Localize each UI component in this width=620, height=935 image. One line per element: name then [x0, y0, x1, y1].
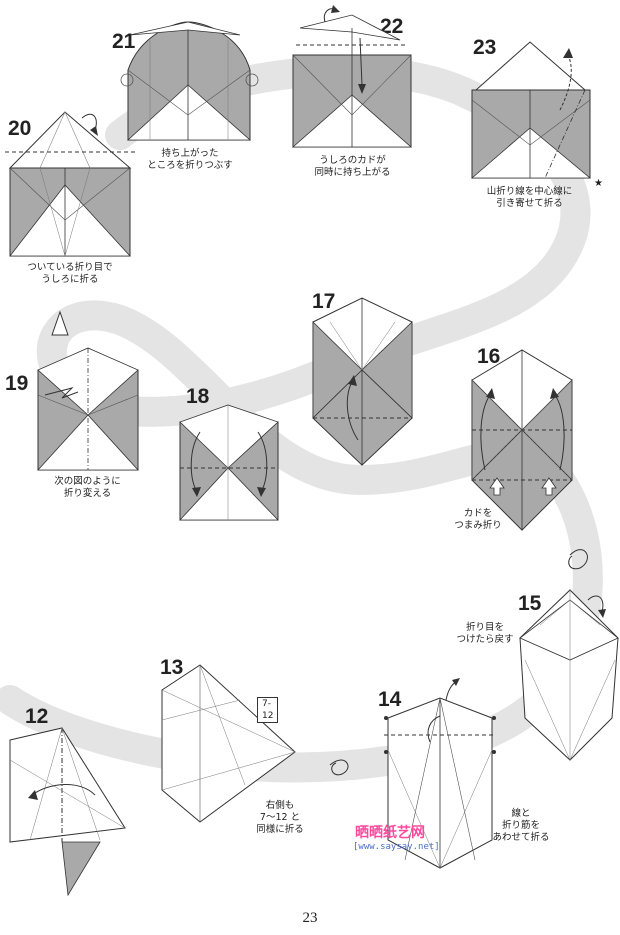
step-number: 18: [186, 385, 210, 408]
step-number: 21: [112, 30, 136, 53]
watermark-brand: 晒晒纸艺网: [355, 825, 425, 841]
step-caption: 線と折り筋をあわせて折る: [492, 808, 550, 843]
step-caption: 持ち上がったところを折りつぶす: [147, 148, 233, 171]
step-number: 15: [518, 592, 542, 615]
step-caption: ついている折り目でうしろに折る: [27, 262, 113, 285]
step-20-diagram: [5, 111, 135, 257]
step-13-diagram: [161, 664, 296, 823]
step-12-diagram: [9, 727, 126, 897]
svg-text:★: ★: [594, 178, 603, 189]
step-number: 12: [25, 705, 49, 728]
step-14-diagram: [329, 678, 496, 869]
step-caption: 折り目をつけたら戻す: [456, 622, 514, 645]
ref-box: 7-12: [257, 697, 279, 723]
step-22-diagram: [291, 5, 413, 148]
step-number: 17: [312, 290, 336, 313]
step-16-diagram: [471, 349, 573, 531]
step-21-diagram: [120, 21, 259, 141]
step-17-diagram: [312, 297, 413, 466]
step-caption: カドをつまみ折り: [454, 508, 502, 531]
watermark-url: [www.saysay.net]: [353, 842, 440, 852]
step-18-diagram: [179, 404, 279, 521]
step-caption: 次の図のように折り変える: [54, 476, 121, 499]
step-number: 23: [473, 36, 497, 59]
step-number: 14: [378, 688, 402, 711]
step-number: 13: [160, 656, 184, 679]
step-caption: 山折り線を中心線に引き寄せて折る: [486, 186, 573, 209]
step-caption: うしろのカドが同時に持ち上がる: [314, 155, 391, 178]
step-23-diagram: ★: [470, 41, 603, 189]
step-15-diagram: [519, 549, 619, 761]
step-number: 16: [477, 345, 501, 368]
step-19-diagram: [37, 310, 139, 471]
step-number: 20: [8, 117, 32, 140]
step-number: 19: [5, 372, 29, 395]
page-number: 23: [302, 910, 318, 926]
